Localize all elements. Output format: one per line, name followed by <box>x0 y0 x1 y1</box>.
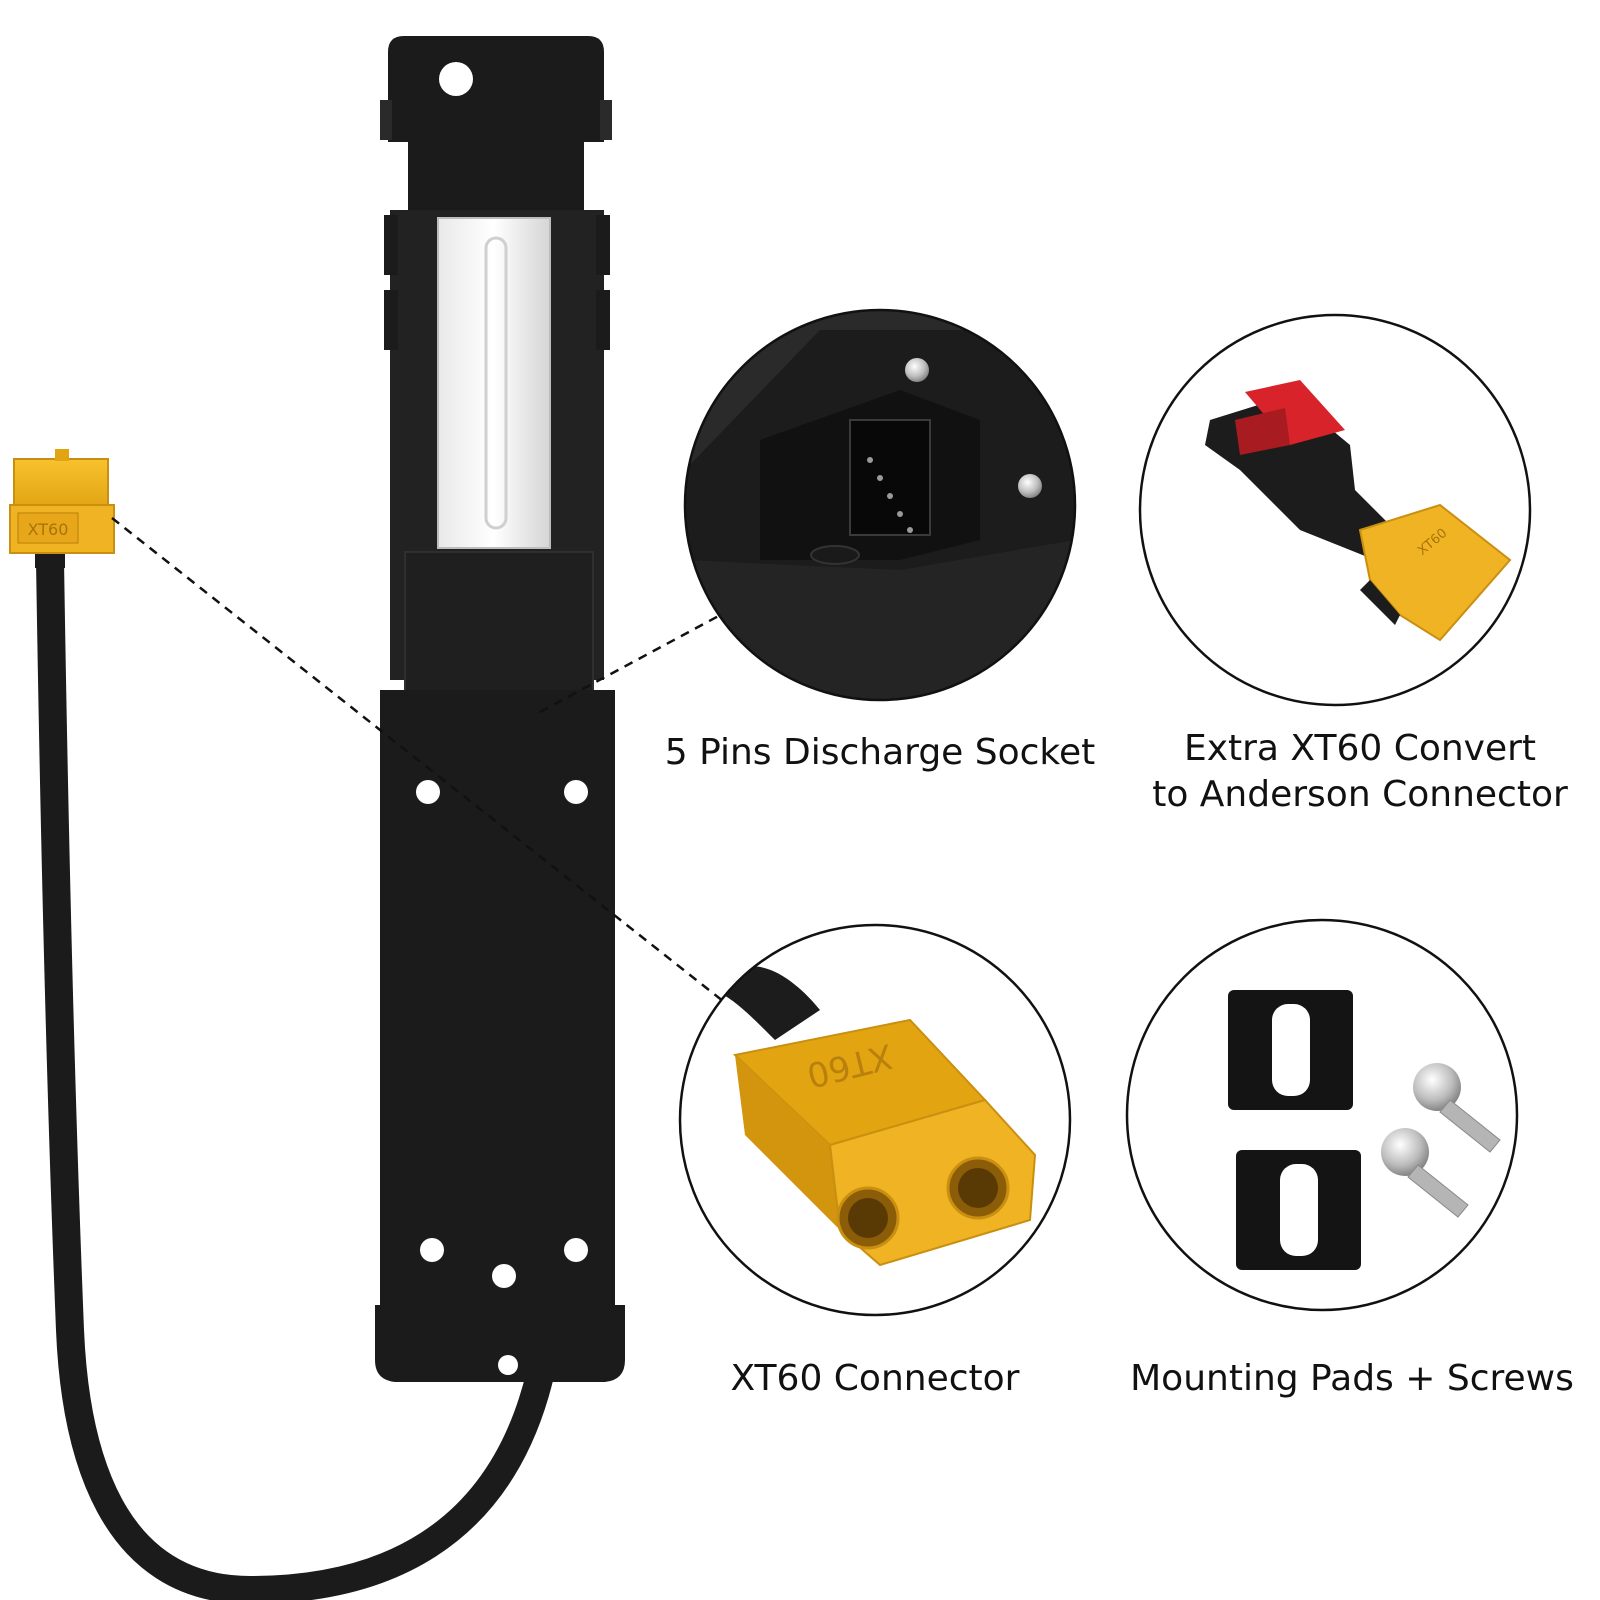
callout-anderson-adapter: XT60 <box>1138 313 1532 707</box>
mount-hole <box>564 1238 588 1262</box>
mount-hole <box>416 780 440 804</box>
caption-anderson-line1: Extra XT60 Convert <box>1183 728 1537 769</box>
caption-anderson-line2: to Anderson Connector <box>1152 774 1568 815</box>
xt60-plug-label: XT60 <box>28 520 69 539</box>
caption-anderson-adapter: Extra XT60 Convert to Anderson Connector <box>1140 726 1580 818</box>
metal-slide-plate <box>437 217 551 549</box>
callout-discharge-socket <box>683 308 1077 702</box>
caption-mounting-pads: Mounting Pads + Screws <box>1130 1358 1574 1399</box>
mount-hole <box>420 1238 444 1262</box>
leader-line-xt60 <box>111 517 839 1093</box>
screw <box>1413 1063 1501 1153</box>
screw <box>1381 1128 1469 1218</box>
screw-head <box>905 358 929 382</box>
caption-xt60-connector: XT60 Connector <box>730 1358 1020 1399</box>
mount-hole <box>439 62 473 96</box>
callout-mounting-pads <box>1125 918 1519 1312</box>
screw-head <box>1018 474 1042 498</box>
mount-hole <box>498 1355 518 1375</box>
power-cable <box>36 546 554 1600</box>
mount-hole <box>492 1264 516 1288</box>
callout-xt60-connector: XT60 <box>678 923 1072 1317</box>
battery-mount-bracket <box>375 36 625 1382</box>
mount-hole <box>564 780 588 804</box>
caption-discharge-socket: 5 Pins Discharge Socket <box>664 732 1096 773</box>
xt60-plug: XT60 <box>9 449 115 568</box>
